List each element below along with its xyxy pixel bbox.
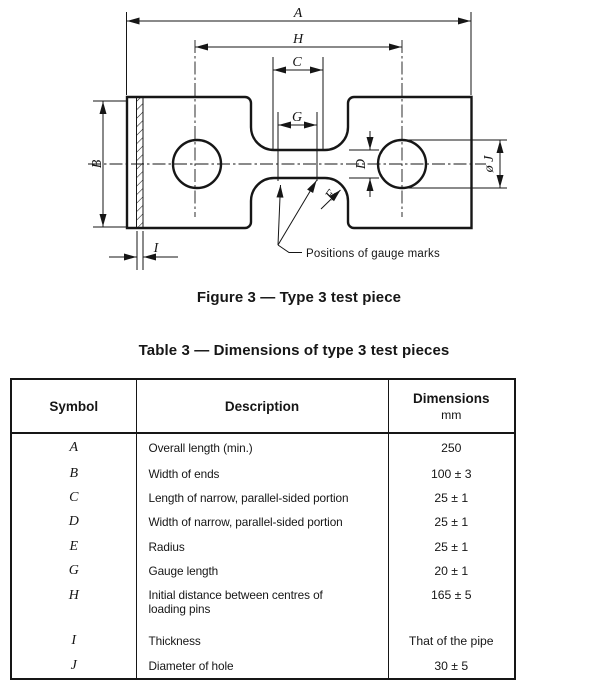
table-row: E Radius 25 ± 1 — [11, 534, 515, 559]
table-row: I Thickness That of the pipe — [11, 629, 515, 653]
dimensions-table: Symbol Description Dimensions mm A Overa… — [10, 378, 516, 680]
symbol-cell: C — [11, 486, 137, 510]
gauge-marks-leader — [276, 180, 317, 253]
table-row: H Initial distance between centres of lo… — [11, 583, 515, 629]
table-row: B Width of ends 100 ± 3 — [11, 462, 515, 486]
dimension-lines — [99, 17, 504, 261]
table-row: J Diameter of hole 30 ± 5 — [11, 653, 515, 679]
dim-label-b: B — [90, 159, 105, 168]
symbol-cell: A — [11, 433, 137, 462]
table-row: G Gauge length 20 ± 1 — [11, 559, 515, 583]
dim-label-c: C — [292, 55, 302, 70]
column-header-dimensions-label: Dimensions — [412, 390, 490, 406]
dimension-cell: 30 ± 5 — [434, 658, 469, 673]
description-cell: Overall length (min.) — [136, 433, 389, 462]
dimension-cell: 250 — [441, 441, 462, 455]
description-cell: Radius — [136, 534, 389, 559]
dim-label-i: I — [153, 241, 160, 256]
test-piece-outline — [125, 95, 473, 230]
symbol-cell: H — [11, 583, 137, 629]
symbol-cell: G — [11, 559, 137, 583]
dimension-cell: 25 ± 1 — [434, 515, 469, 529]
dim-label-j: ø J — [482, 155, 497, 174]
dim-label-a: A — [293, 6, 303, 21]
figure-caption: Figure 3 — Type 3 test piece — [196, 289, 402, 306]
dim-label-g: G — [292, 110, 302, 125]
table-title: Table 3 — Dimensions of type 3 test piec… — [138, 342, 450, 359]
description-cell: Thickness — [136, 629, 389, 653]
dim-label-d: D — [354, 159, 369, 170]
description-cell: Initial distance between centres of load… — [136, 583, 389, 629]
table-row: D Width of narrow, parallel-sided portio… — [11, 510, 515, 534]
test-piece-figure: A H C G B D ø J E I Positions of gauge m… — [88, 6, 507, 270]
dimension-cell: 165 ± 5 — [430, 588, 472, 602]
dimension-cell: 25 ± 1 — [434, 491, 469, 505]
dimension-cell: That of the pipe — [408, 634, 494, 648]
dim-label-e: E — [322, 187, 340, 204]
dimension-cell: 100 ± 3 — [430, 467, 472, 481]
description-cell: Width of narrow, parallel-sided portion — [136, 510, 389, 534]
symbol-cell: J — [11, 653, 137, 679]
dimension-cell: 20 ± 1 — [434, 564, 469, 578]
description-cell: Width of ends — [136, 462, 389, 486]
table-row: C Length of narrow, parallel-sided porti… — [11, 486, 515, 510]
dimension-cell: 25 ± 1 — [434, 539, 469, 554]
table-row: A Overall length (min.) 250 — [11, 433, 515, 462]
column-header-symbol: Symbol — [11, 379, 137, 433]
symbol-cell: I — [11, 629, 137, 653]
gauge-marks-annotation: Positions of gauge marks — [306, 248, 440, 260]
pin-hole-left — [171, 138, 223, 190]
symbol-cell: B — [11, 462, 137, 486]
dim-label-h: H — [292, 32, 304, 47]
column-header-unit: mm — [441, 407, 462, 422]
description-cell: Gauge length — [136, 559, 389, 583]
column-header-dimensions: Dimensions mm — [388, 379, 515, 433]
extension-lines — [93, 12, 507, 270]
description-cell: Diameter of hole — [136, 653, 389, 679]
thickness-hatch-strip — [136, 97, 144, 228]
symbol-cell: E — [11, 534, 137, 559]
table-header-row: Symbol Description Dimensions mm — [11, 379, 515, 433]
column-header-description: Description — [136, 379, 389, 433]
description-cell: Length of narrow, parallel-sided portion — [136, 486, 389, 510]
symbol-cell: D — [11, 510, 137, 534]
